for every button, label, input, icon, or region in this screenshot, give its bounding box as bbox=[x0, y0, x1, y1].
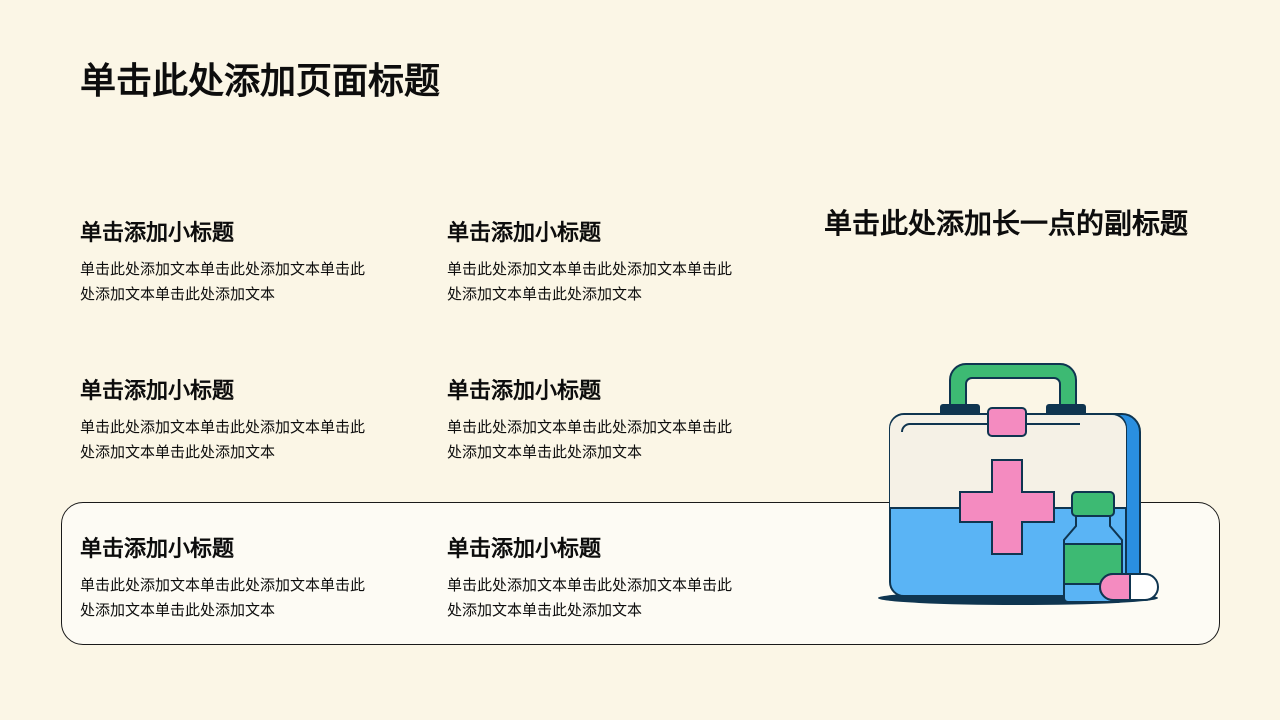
item-body[interactable]: 单击此处添加文本单击此处添加文本单击此处添加文本单击此处添加文本 bbox=[80, 576, 366, 619]
item-body[interactable]: 单击此处添加文本单击此处添加文本单击此处添加文本单击此处添加文本 bbox=[447, 576, 733, 619]
page-title[interactable]: 单击此处添加页面标题 bbox=[80, 61, 441, 102]
content-item: 单击添加小标题 单击此处添加文本单击此处添加文本单击此处添加文本单击此处添加文本 bbox=[80, 535, 380, 623]
content-item: 单击添加小标题 单击此处添加文本单击此处添加文本单击此处添加文本单击此处添加文本 bbox=[80, 219, 380, 307]
item-heading[interactable]: 单击添加小标题 bbox=[80, 221, 235, 246]
item-heading[interactable]: 单击添加小标题 bbox=[447, 379, 602, 404]
item-heading[interactable]: 单击添加小标题 bbox=[80, 379, 235, 404]
content-item: 单击添加小标题 单击此处添加文本单击此处添加文本单击此处添加文本单击此处添加文本 bbox=[447, 219, 747, 307]
item-heading[interactable]: 单击添加小标题 bbox=[447, 537, 602, 562]
item-body[interactable]: 单击此处添加文本单击此处添加文本单击此处添加文本单击此处添加文本 bbox=[80, 418, 366, 461]
item-body[interactable]: 单击此处添加文本单击此处添加文本单击此处添加文本单击此处添加文本 bbox=[447, 260, 733, 303]
content-item: 单击添加小标题 单击此处添加文本单击此处添加文本单击此处添加文本单击此处添加文本 bbox=[447, 377, 747, 465]
first-aid-kit-icon bbox=[868, 352, 1168, 614]
subtitle[interactable]: 单击此处添加长一点的副标题 bbox=[824, 207, 1189, 240]
item-heading[interactable]: 单击添加小标题 bbox=[80, 537, 235, 562]
content-item: 单击添加小标题 单击此处添加文本单击此处添加文本单击此处添加文本单击此处添加文本 bbox=[447, 535, 747, 623]
content-item: 单击添加小标题 单击此处添加文本单击此处添加文本单击此处添加文本单击此处添加文本 bbox=[80, 377, 380, 465]
item-heading[interactable]: 单击添加小标题 bbox=[447, 221, 602, 246]
item-body[interactable]: 单击此处添加文本单击此处添加文本单击此处添加文本单击此处添加文本 bbox=[80, 260, 366, 303]
item-body[interactable]: 单击此处添加文本单击此处添加文本单击此处添加文本单击此处添加文本 bbox=[447, 418, 733, 461]
